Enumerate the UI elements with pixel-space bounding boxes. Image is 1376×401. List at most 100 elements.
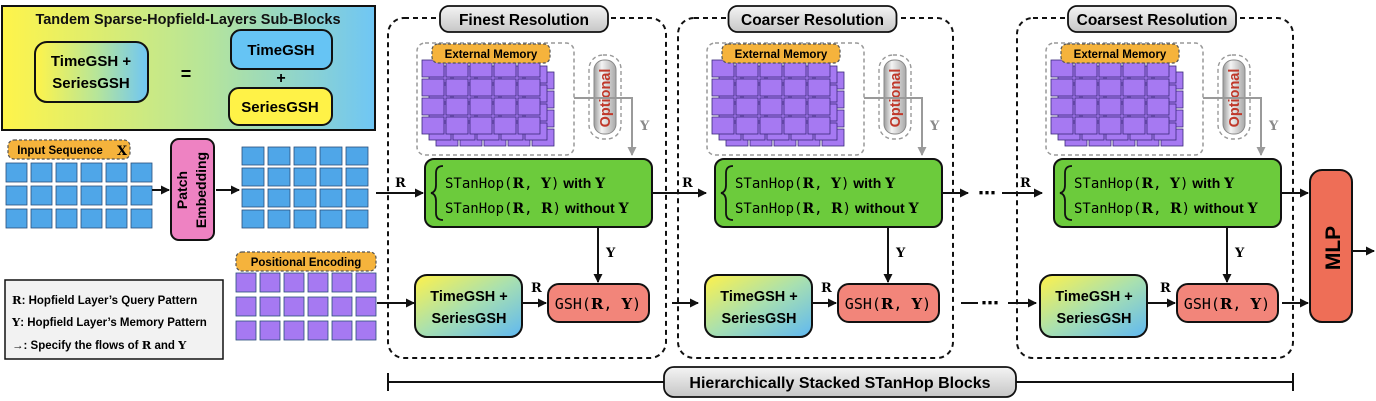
stanhop-y-label: Y [895, 246, 906, 261]
tgsh-line1: TimeGSH + [430, 289, 508, 305]
positional-encoding-cell [307, 296, 329, 317]
embedded-patch-cell [345, 209, 369, 229]
legend-timegsh-box [230, 29, 333, 70]
block-border [387, 17, 667, 359]
bottom-flow: ⋯ [377, 293, 1309, 313]
gsh-part: Y [910, 295, 922, 313]
input-sequence-cell [80, 208, 103, 229]
positional-encoding-cell [259, 272, 281, 293]
external-memory-label: External Memory [1074, 49, 1167, 61]
tgsh-line2: SeriesGSH [432, 311, 507, 327]
stanhop-with-part: STanHop( [1074, 176, 1141, 192]
positional-encoding-cell [259, 296, 281, 317]
legend-equals: = [181, 64, 192, 84]
notes-y-line: Y: Hopfield Layer’s Memory Pattern [11, 315, 207, 329]
stanhop-brace [430, 165, 444, 221]
stanhop-box [1053, 158, 1282, 228]
input-sequence-cell [105, 185, 128, 206]
memory-cell [421, 78, 445, 97]
notes-r-symbol: R [12, 293, 22, 307]
input-sequence-cell [5, 185, 28, 206]
external-memory-label: External Memory [735, 49, 828, 61]
external-memory-tag [721, 43, 841, 64]
stanhop-y-label: Y [605, 246, 616, 261]
stanhop-without-part: without [561, 200, 619, 216]
memory-cell [445, 116, 469, 135]
gsh-label: GSH(R, Y) [845, 295, 931, 313]
input-sequence-var: X [117, 144, 128, 159]
stanhop-with-part: with [1188, 175, 1224, 191]
flow-r-label-3: R [1020, 176, 1031, 191]
gsh-box [547, 283, 650, 323]
notes-y-symbol: Y [11, 315, 21, 329]
input-sequence-cell [105, 208, 128, 229]
memory-cell [421, 116, 445, 135]
memory-cell [1098, 116, 1122, 135]
external-memory-region [416, 42, 575, 156]
input-sequence-cell [105, 162, 128, 183]
memory-cell [493, 97, 517, 116]
input-sequence-grid [5, 162, 153, 229]
embedded-patch-cell [267, 188, 291, 208]
positional-encoding-label: Positional Encoding [251, 257, 362, 269]
memory-cell [1074, 78, 1098, 97]
memory-cell [1146, 78, 1170, 97]
gsh-part: Y [620, 295, 632, 313]
legend-combined-box [34, 41, 149, 103]
memory-cell [445, 97, 469, 116]
memory-cell [783, 78, 807, 97]
flow-r-label-2: R [682, 176, 693, 191]
gsh-part: R [1220, 295, 1233, 313]
input-sequence-cell [130, 185, 153, 206]
stanhop-without-part: R [831, 201, 843, 217]
positional-encoding-cell [307, 272, 329, 293]
embedded-patch-cell [267, 209, 291, 229]
stanhop-with-part: Y [594, 176, 606, 192]
stanhop-with-part: R [1141, 176, 1153, 192]
stanhop-with-part: Y [884, 176, 896, 192]
legend-combined-line1: TimeGSH + [51, 53, 131, 70]
stanhop-line-with: STanHop(R, Y) with Y [445, 175, 606, 192]
memory-cell [421, 97, 445, 116]
stanhop-without-part: , [1153, 201, 1170, 217]
stanhop-without-part: Y [618, 201, 630, 217]
positional-encoding-cell [235, 272, 257, 293]
stanhop-line-without: STanHop(R, R) without Y [1074, 200, 1259, 217]
tgsh-r-label: R [821, 281, 832, 296]
stanhop-without-part: R [541, 201, 553, 217]
embedded-patch-cell [293, 209, 317, 229]
memory-cell [759, 97, 783, 116]
memory-cell [1146, 97, 1170, 116]
memory-cell [1074, 97, 1098, 116]
stanhop-brace [1059, 165, 1073, 221]
block-title: Coarsest Resolution [1077, 12, 1228, 29]
embedded-patch-cell [319, 146, 343, 166]
stanhop-with-part: R [512, 176, 524, 192]
stanhop-without-part: ) [1182, 201, 1190, 217]
memory-cell [1050, 97, 1074, 116]
external-memory-tag [431, 43, 551, 64]
stanhop-without-part: without [851, 200, 909, 216]
positional-encoding-cell [259, 320, 281, 341]
stanhop-y-label: Y [1234, 246, 1245, 261]
memory-cell [1074, 116, 1098, 135]
memory-cell [735, 116, 759, 135]
stanhop-with-part: , [1153, 176, 1170, 192]
stanhop-without-part: STanHop( [1074, 201, 1141, 217]
notes-arrow-and: and [154, 340, 174, 352]
positional-encoding-cell [355, 272, 377, 293]
mlp-box [1309, 169, 1353, 323]
notes-arrow-symbol: → [12, 340, 24, 352]
memory-cell [469, 78, 493, 97]
gsh-box [1176, 283, 1279, 323]
flow-ellipsis-bottom: ⋯ [981, 293, 999, 313]
notation-notes: R: Hopfield Layer’s Query Pattern Y: Hop… [4, 279, 224, 360]
stanhop-without-part: Y [908, 201, 920, 217]
input-sequence-cell [55, 185, 78, 206]
gsh-part: GSH( [555, 295, 591, 313]
memory-cell [469, 97, 493, 116]
stanhop-without-part: STanHop( [735, 201, 802, 217]
embedded-patch-cell [319, 188, 343, 208]
